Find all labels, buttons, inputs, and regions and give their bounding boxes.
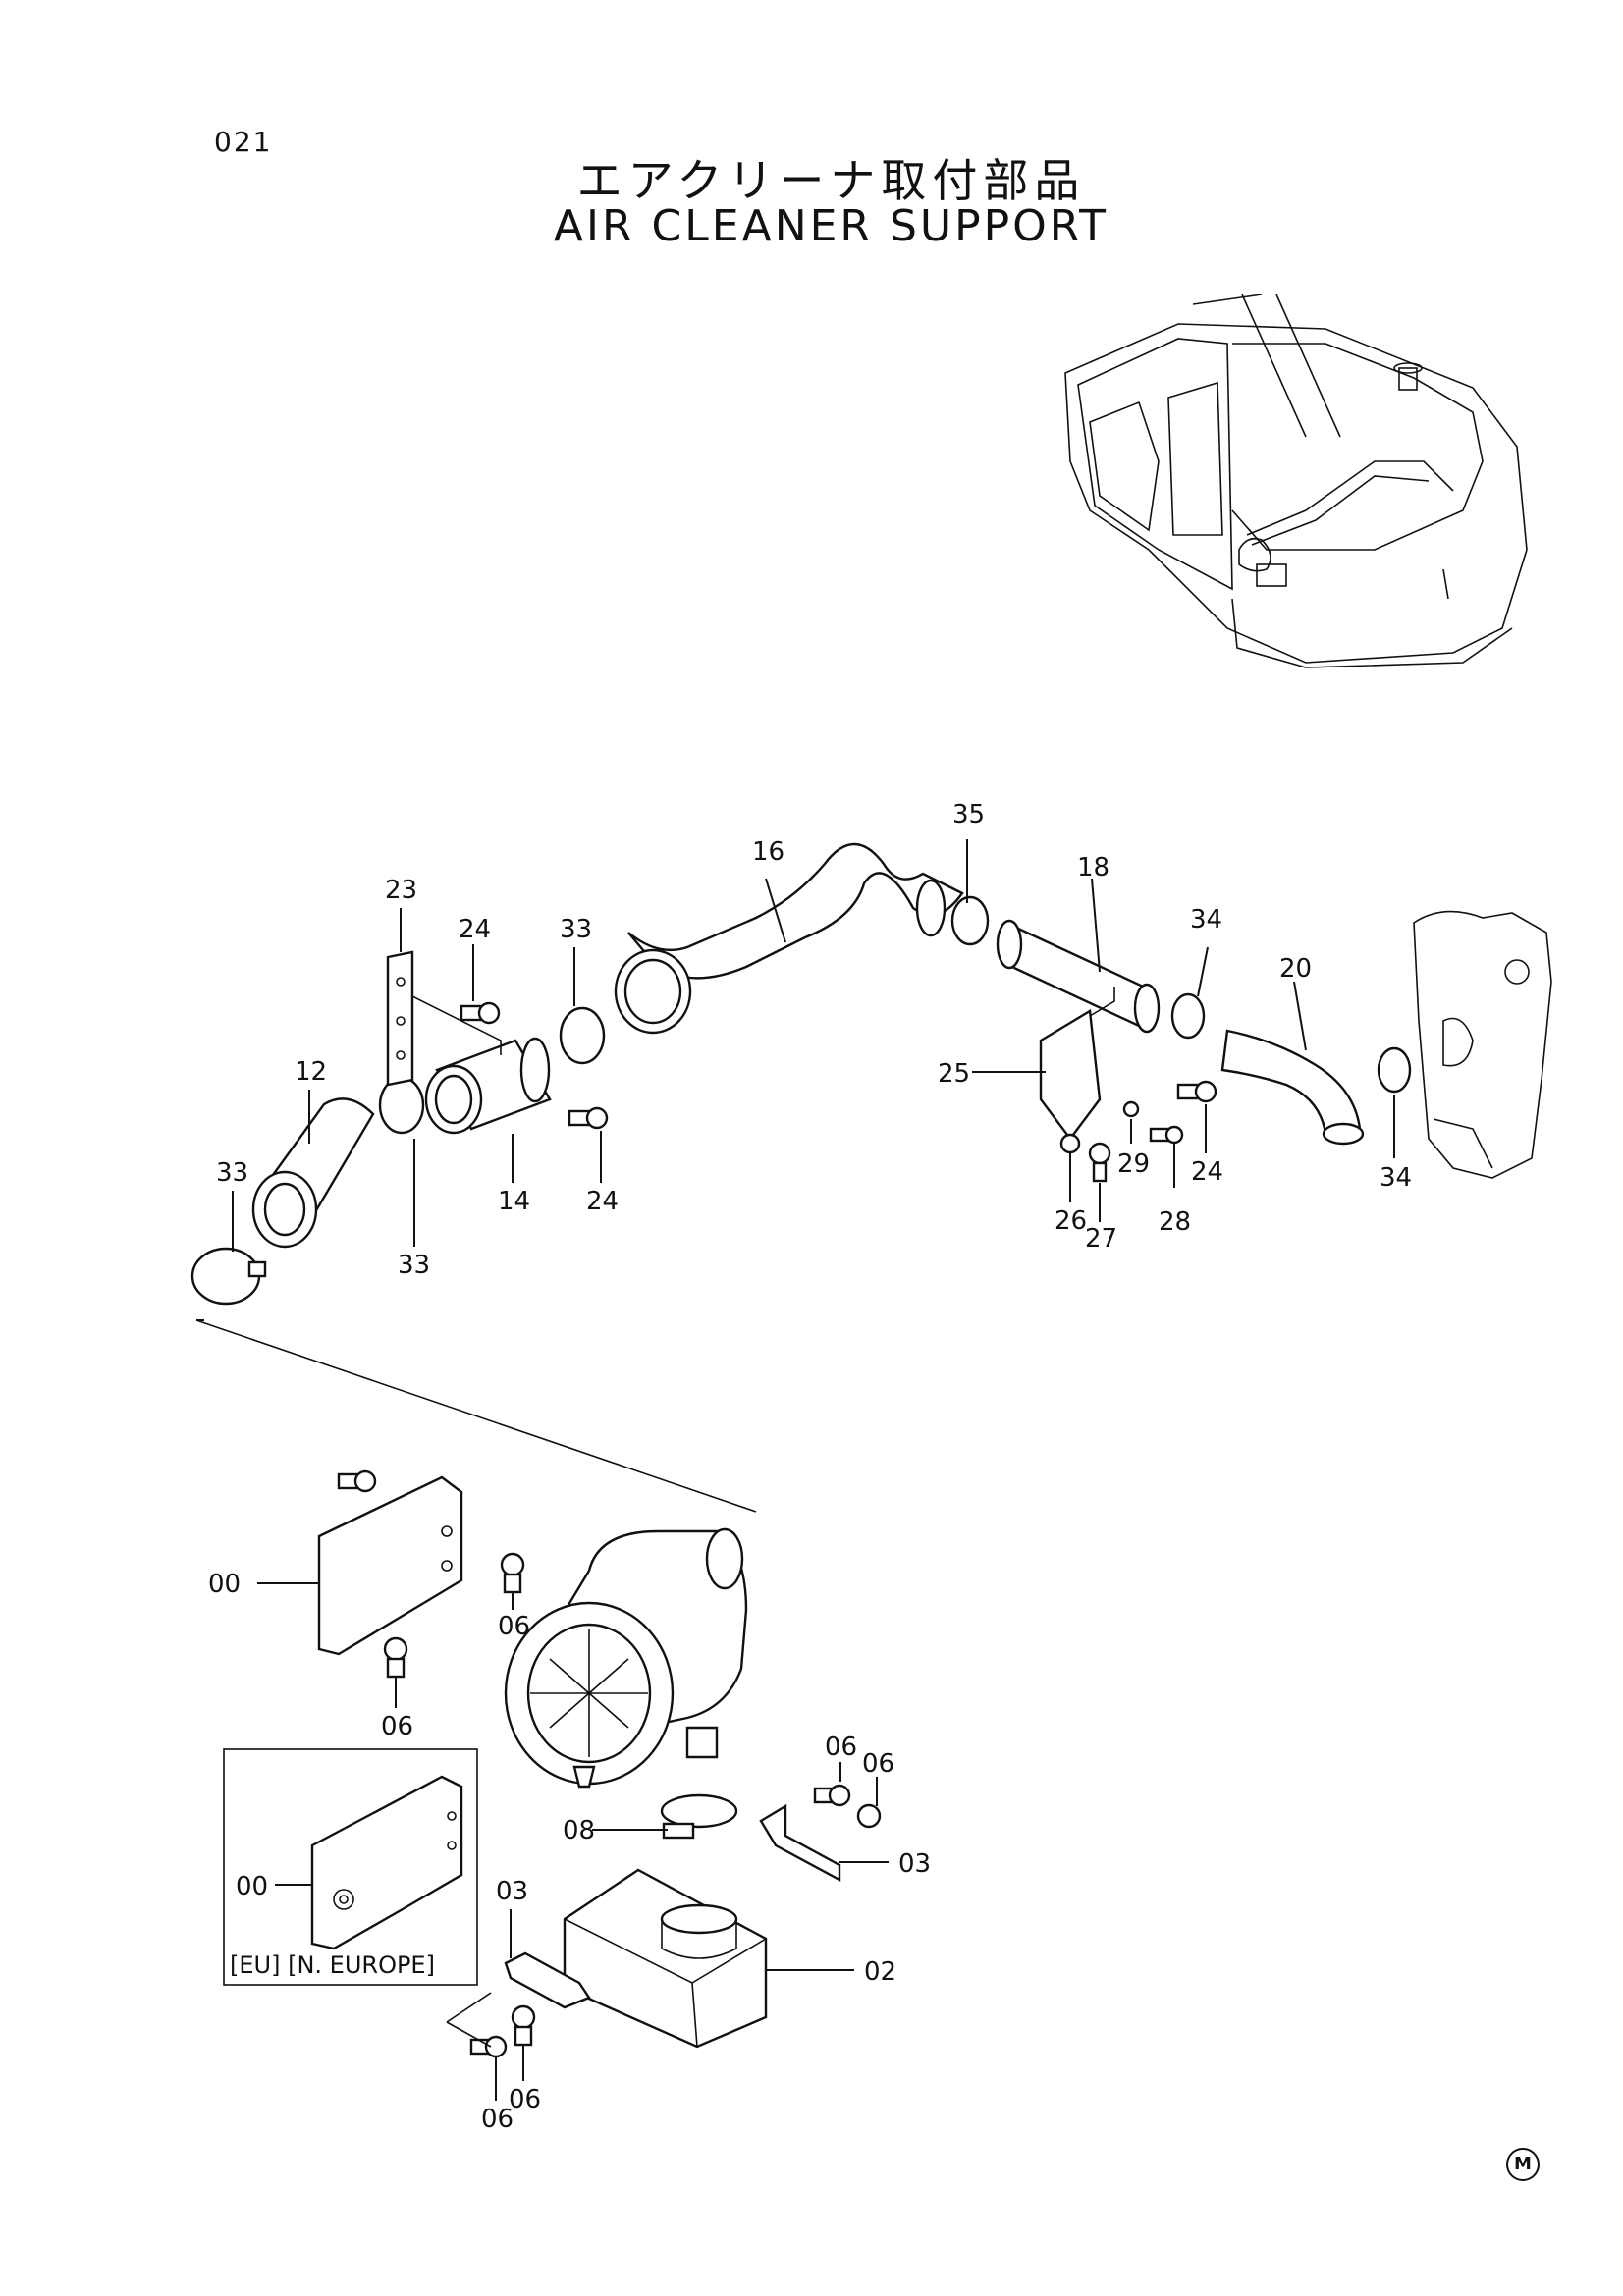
callout-03-right: 03 xyxy=(898,1849,931,1879)
callout-labels: 35 16 18 23 24 33 34 20 12 25 33 14 24 2… xyxy=(208,800,1412,2134)
callout-16: 16 xyxy=(752,837,784,867)
inset-eu-variant xyxy=(223,1748,478,1986)
callout-24-right: 24 xyxy=(1191,1157,1223,1187)
callout-12: 12 xyxy=(295,1057,327,1087)
bolt-27 xyxy=(1088,1142,1111,1183)
callout-23: 23 xyxy=(385,876,417,905)
bolt-06g xyxy=(469,2035,508,2058)
callout-27: 27 xyxy=(1085,1224,1117,1254)
callout-26: 26 xyxy=(1055,1206,1087,1236)
bolt-06f xyxy=(511,2004,536,2047)
callout-34-bottom: 34 xyxy=(1380,1163,1412,1193)
callout-35: 35 xyxy=(952,800,985,829)
callout-00-inset: 00 xyxy=(236,1872,268,1901)
bolt-24c xyxy=(1176,1080,1217,1103)
corner-mark-icon: M xyxy=(1506,2148,1540,2181)
intake-hose-assembly xyxy=(190,842,1552,1306)
callout-06-f: 06 xyxy=(481,2105,514,2134)
callout-33-top: 33 xyxy=(560,915,592,944)
title-japanese: エアクリーナ取付部品 xyxy=(576,154,1086,207)
callout-14: 14 xyxy=(498,1187,530,1216)
callout-06-e: 06 xyxy=(509,2085,541,2114)
bolt-06d xyxy=(813,1784,851,1807)
callout-33-bottom: 33 xyxy=(398,1251,430,1280)
callout-06-a: 06 xyxy=(498,1612,530,1641)
callout-08: 08 xyxy=(563,1816,595,1845)
callout-06-d: 06 xyxy=(862,1749,894,1779)
callout-28: 28 xyxy=(1159,1207,1191,1237)
bolt-28 xyxy=(1149,1125,1184,1145)
excavator-location-view xyxy=(1064,294,1528,668)
callout-03-left: 03 xyxy=(496,1877,528,1906)
air-cleaner-assembly xyxy=(195,1319,882,2058)
callout-20: 20 xyxy=(1279,954,1312,984)
callout-02: 02 xyxy=(864,1957,896,1987)
callout-18: 18 xyxy=(1077,853,1109,882)
leader-lines xyxy=(196,839,1395,2101)
callout-24-top: 24 xyxy=(459,915,491,944)
callout-24-mid: 24 xyxy=(586,1187,619,1216)
callout-06-c: 06 xyxy=(825,1733,857,1762)
page-number: 021 xyxy=(214,126,273,158)
callout-06-b: 06 xyxy=(381,1712,413,1741)
inset-caption: [EU] [N. EUROPE] xyxy=(230,1951,435,1979)
callout-33-left: 33 xyxy=(216,1158,248,1188)
bolt-06c xyxy=(383,1636,408,1679)
title-english: AIR CLEANER SUPPORT xyxy=(553,201,1109,251)
bolt-24b xyxy=(568,1106,609,1130)
callout-34-top: 34 xyxy=(1190,905,1222,934)
bolt-06b xyxy=(500,1552,525,1594)
bolt-06a xyxy=(337,1469,377,1493)
bolt-06e xyxy=(856,1803,882,1829)
callout-00-bracket: 00 xyxy=(208,1570,241,1599)
bolt-24a xyxy=(460,1001,501,1025)
callout-25: 25 xyxy=(938,1059,970,1089)
callout-29: 29 xyxy=(1117,1149,1150,1179)
